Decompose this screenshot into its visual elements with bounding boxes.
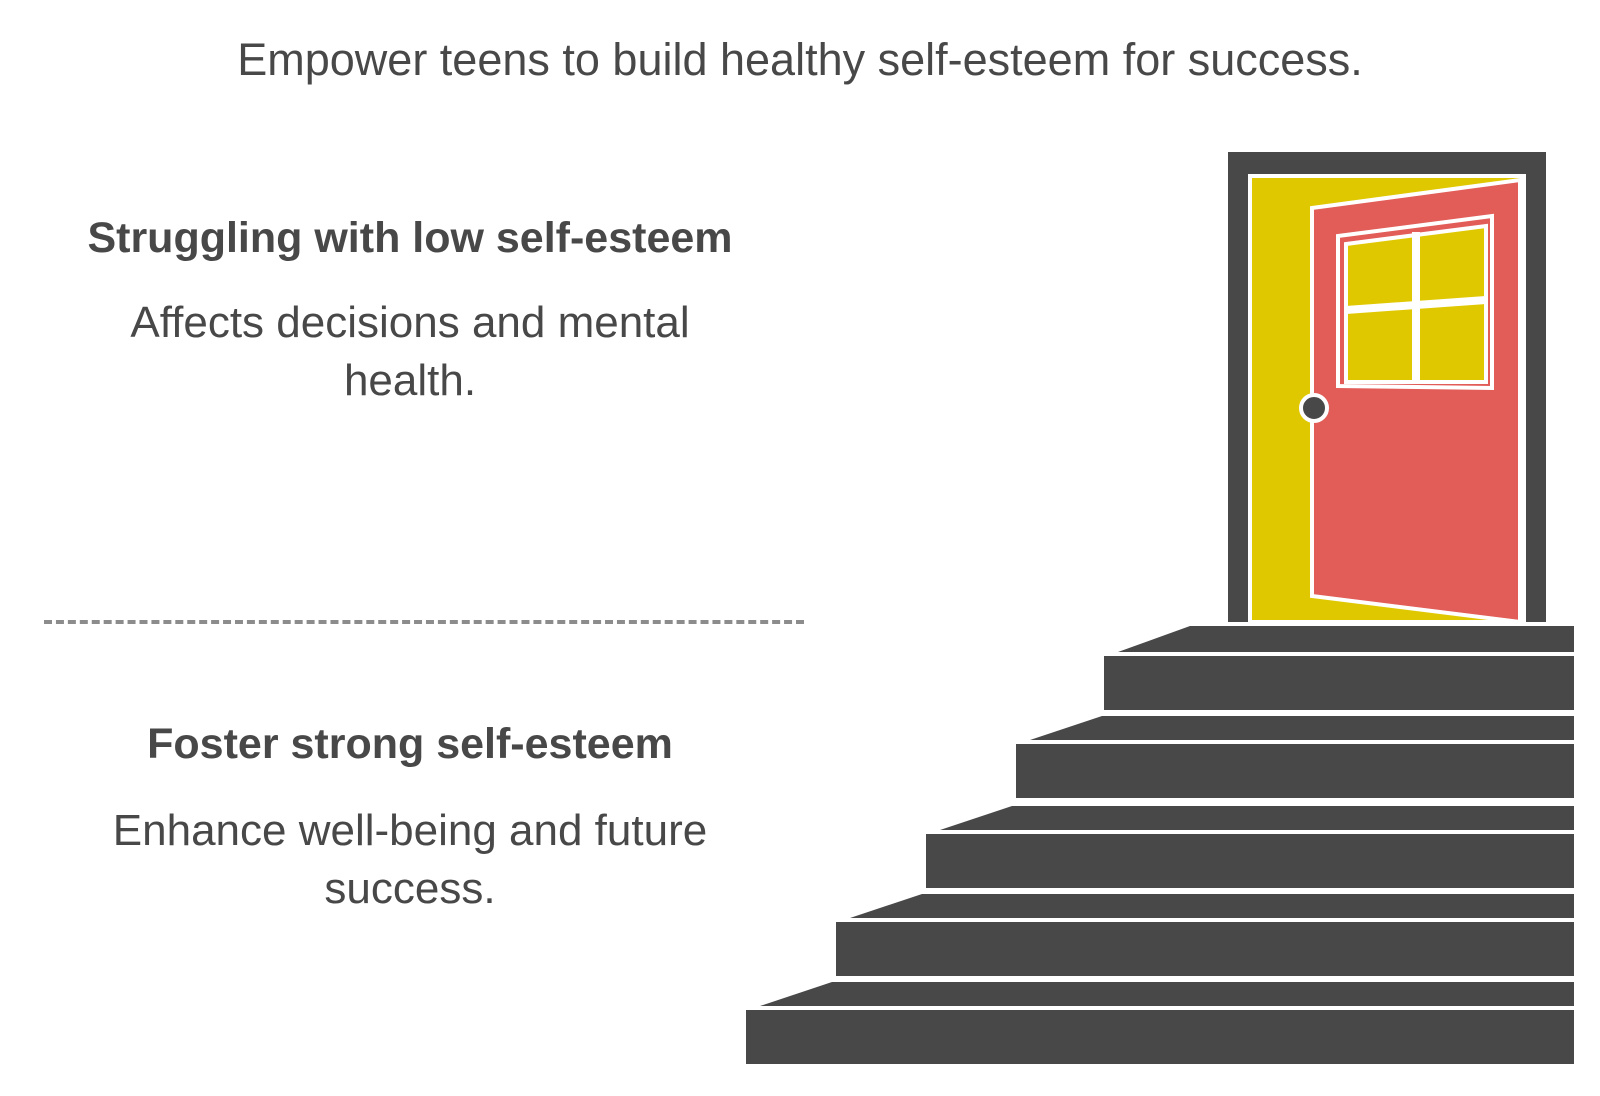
stair-tread-2 <box>1030 716 1574 740</box>
stair-tread-3 <box>940 806 1574 830</box>
staircase-icon <box>746 626 1574 1064</box>
stair-riser-1 <box>1104 656 1574 710</box>
stair-riser-2 <box>1016 744 1574 798</box>
solution-block: Foster strong self-esteem Enhance well-b… <box>60 716 760 918</box>
stair-tread-1 <box>1118 626 1574 652</box>
stair-riser-5 <box>746 1010 1574 1064</box>
solution-heading: Foster strong self-esteem <box>147 720 673 768</box>
stair-tread-5 <box>760 982 1574 1006</box>
stair-riser-3 <box>926 834 1574 888</box>
open-door-icon <box>1228 152 1546 625</box>
problem-heading: Struggling with low self-esteem <box>87 214 733 262</box>
solution-description: Enhance well-being and future success. <box>112 806 708 913</box>
stair-riser-4 <box>836 922 1574 976</box>
door-knob <box>1299 393 1329 423</box>
page-title: Empower teens to build healthy self-este… <box>237 34 1363 85</box>
problem-block: Struggling with low self-esteem Affects … <box>60 210 760 410</box>
door-window <box>1336 213 1494 391</box>
section-divider <box>44 620 804 624</box>
stair-tread-4 <box>850 894 1574 918</box>
problem-description: Affects decisions and mental health. <box>130 298 690 405</box>
